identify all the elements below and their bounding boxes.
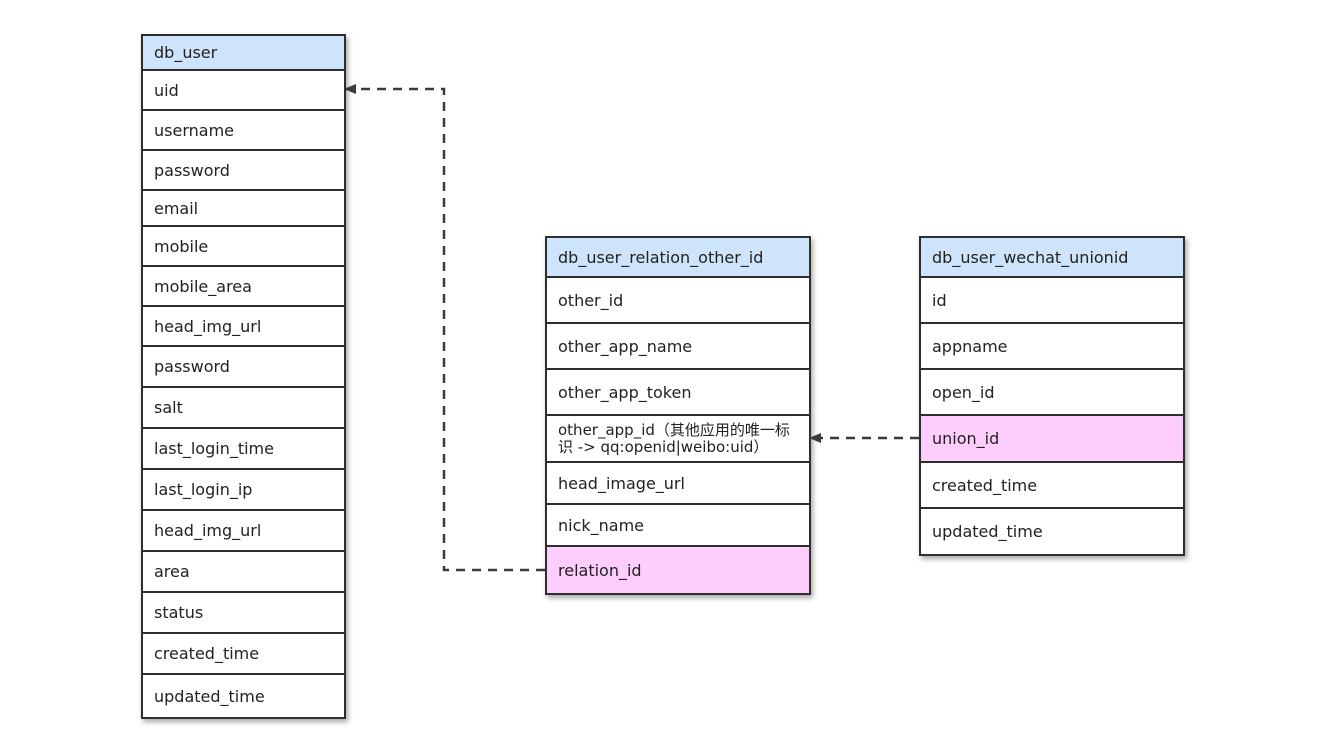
field-created-time: created_time xyxy=(921,463,1183,509)
table-header: db_user_relation_other_id xyxy=(547,238,809,278)
field-uid: uid xyxy=(143,71,344,111)
field-other-app-id: other_app_id（其他应用的唯一标识 -> qq:openid|weib… xyxy=(547,416,809,463)
field-open-id: open_id xyxy=(921,370,1183,416)
field-head-img-url-2: head_img_url xyxy=(143,511,344,552)
field-id: id xyxy=(921,278,1183,324)
field-salt: salt xyxy=(143,388,344,429)
field-mobile-area: mobile_area xyxy=(143,267,344,307)
field-status: status xyxy=(143,593,344,634)
field-head-img-url: head_img_url xyxy=(143,307,344,347)
field-updated-time: updated_time xyxy=(154,686,265,706)
field-last-login-ip: last_login_ip xyxy=(143,470,344,511)
field-password: password xyxy=(143,151,344,191)
table-header: db_user xyxy=(143,36,344,71)
table-db-user-relation-other-id: db_user_relation_other_id other_id other… xyxy=(545,236,811,595)
field-area: area xyxy=(143,552,344,593)
field-username: username xyxy=(143,111,344,151)
field-password-2: password xyxy=(143,347,344,388)
field-union-id: union_id xyxy=(921,416,1183,463)
table-db-user-wechat-unionid: db_user_wechat_unionid id appname open_i… xyxy=(919,236,1185,556)
field-mobile: mobile xyxy=(143,227,344,267)
field-last-login-time: last_login_time xyxy=(143,429,344,470)
field-created-time: created_time xyxy=(143,634,344,675)
table-header: db_user_wechat_unionid xyxy=(921,238,1183,278)
field-other-app-token: other_app_token xyxy=(547,370,809,416)
field-other-id: other_id xyxy=(547,278,809,324)
field-updated-time: updated_time xyxy=(932,522,1043,541)
field-other-app-name: other_app_name xyxy=(547,324,809,370)
field-relation-id: relation_id xyxy=(547,547,809,593)
field-head-image-url: head_image_url xyxy=(547,463,809,505)
field-nick-name: nick_name xyxy=(547,505,809,547)
table-db-user: db_user uid username password email mobi… xyxy=(141,34,346,719)
connector-relation-id-to-uid xyxy=(344,84,545,572)
field-appname: appname xyxy=(921,324,1183,370)
field-email: email xyxy=(143,191,344,227)
